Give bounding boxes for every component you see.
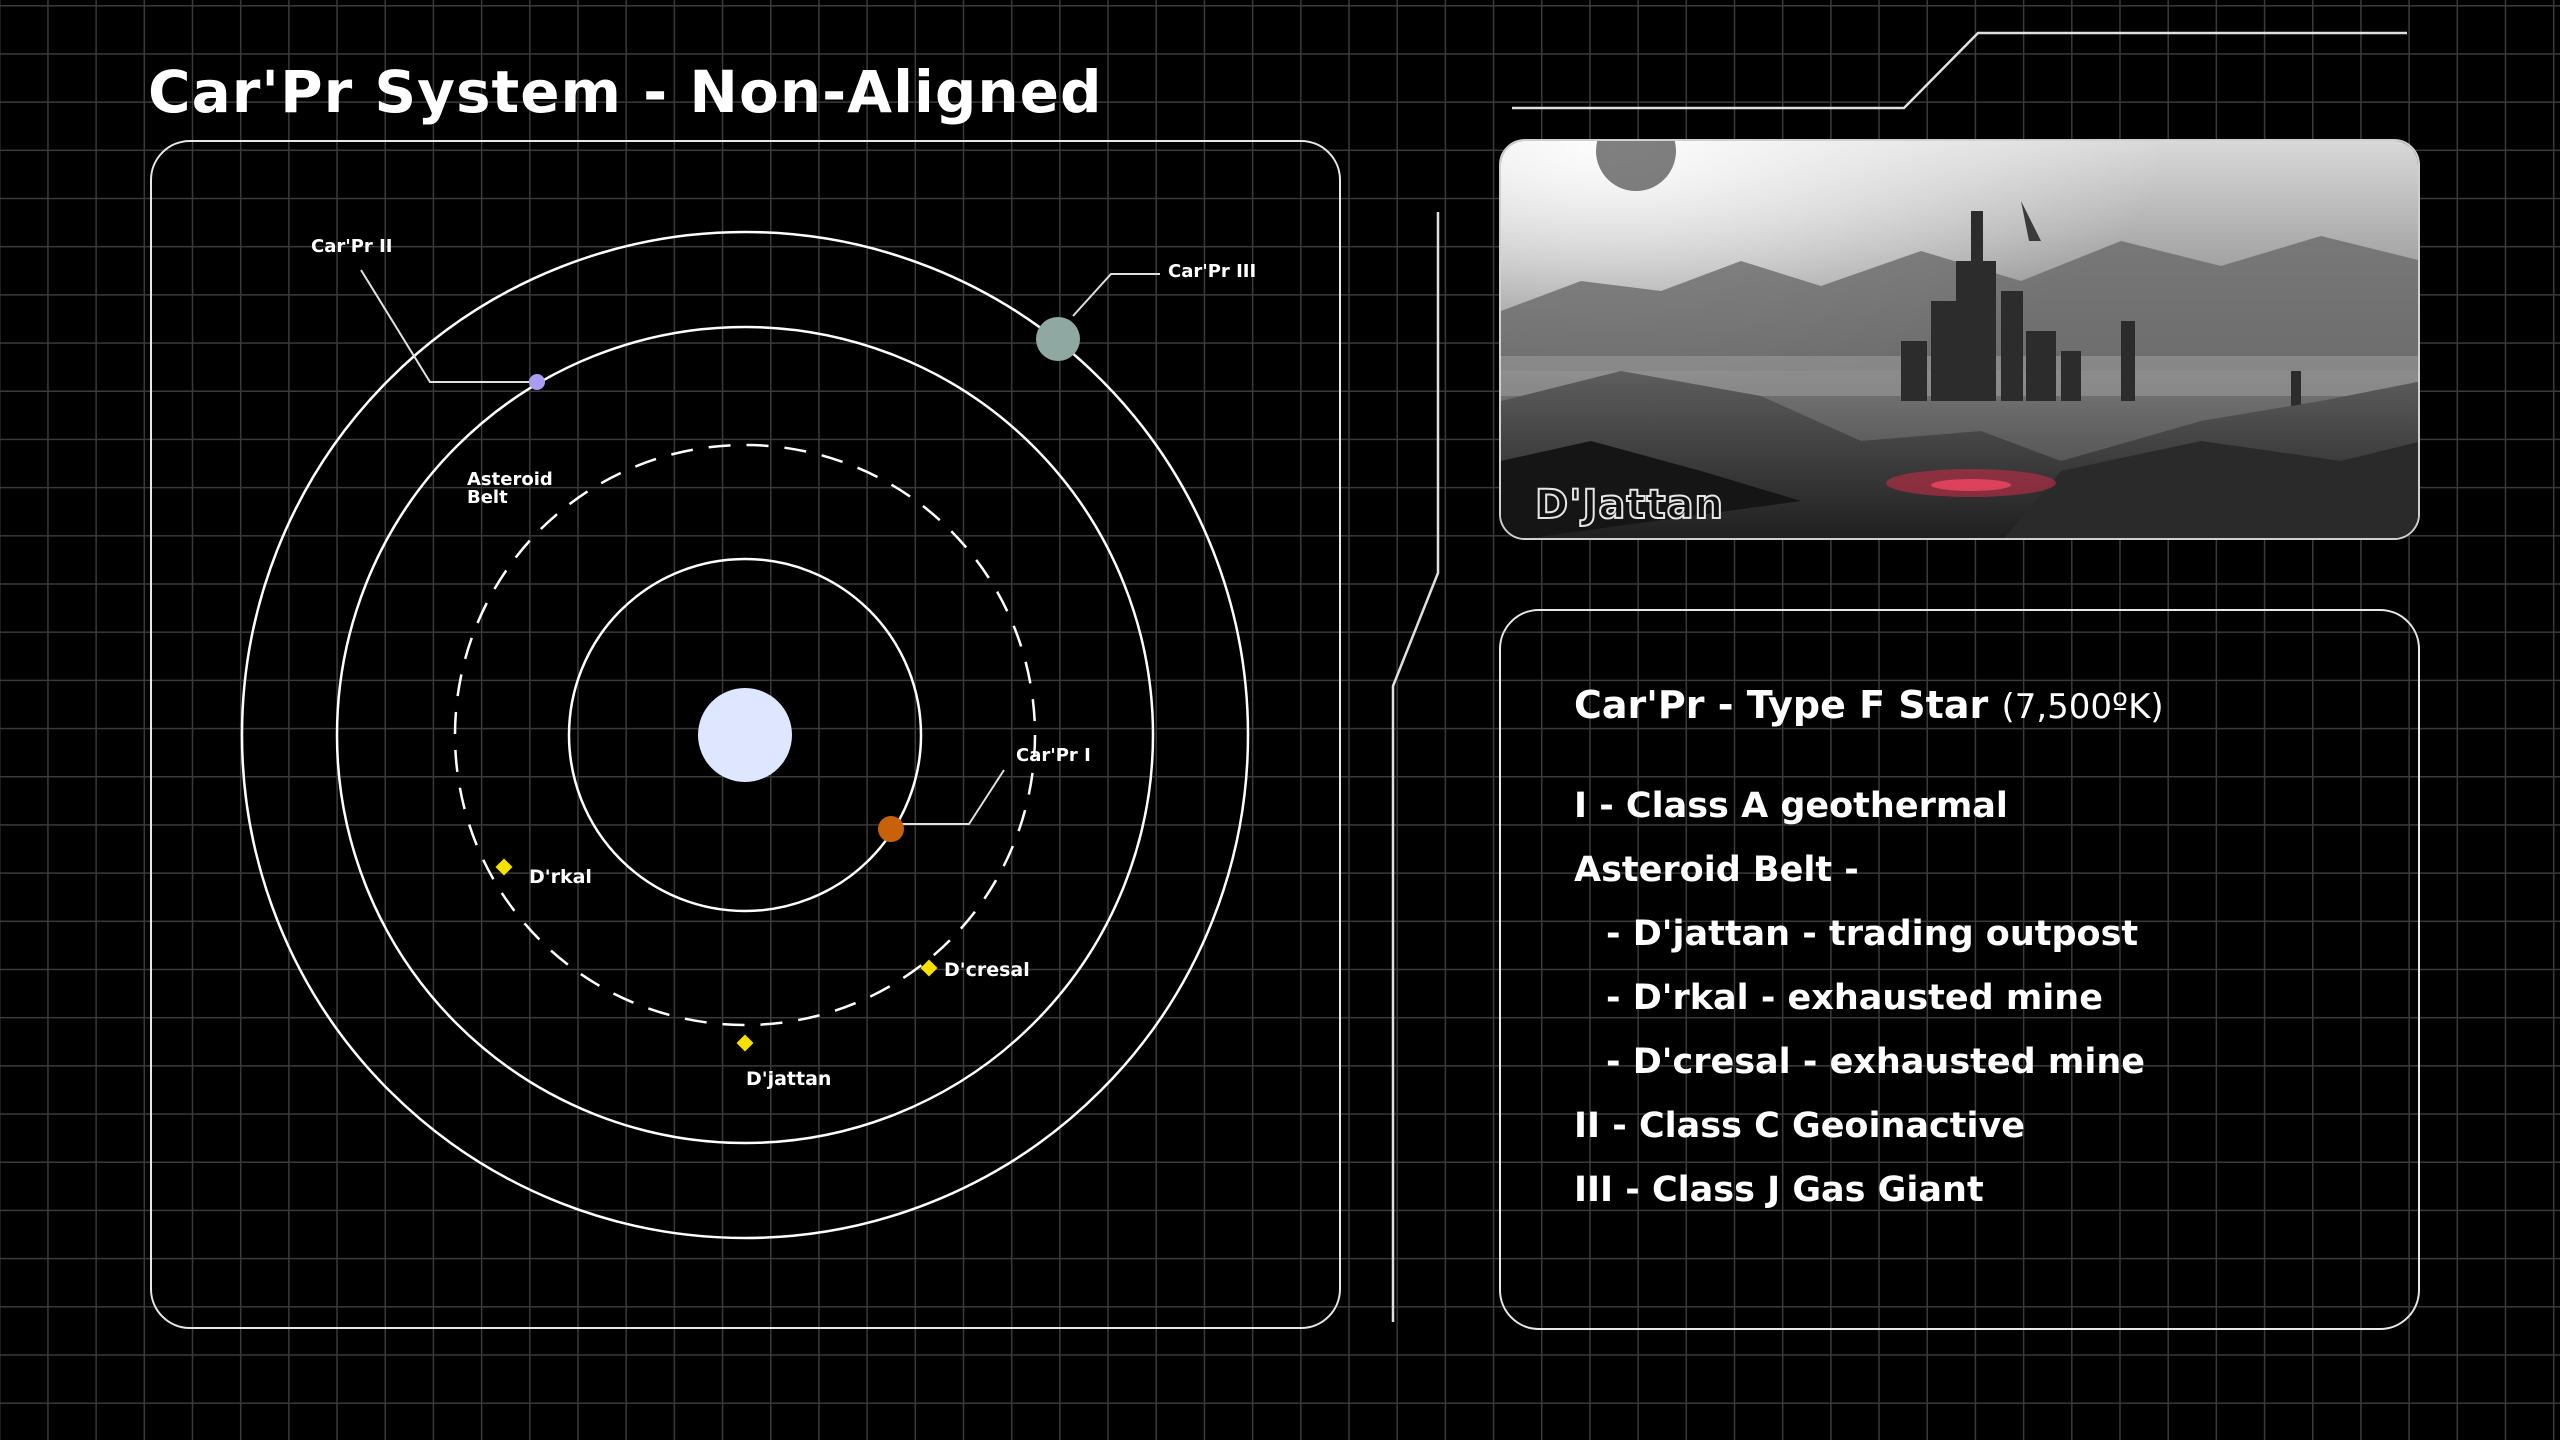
planet-3[interactable] [1036,317,1080,361]
image-caption: D'Jattan [1535,482,1724,528]
location-image [1501,141,2420,540]
planet-2[interactable] [529,374,545,390]
system-detail-item: I - Class A geothermal [1574,782,2145,846]
label-asteroid-belt-line2: Belt [467,487,508,508]
system-detail-item: - D'jattan - trading outpost [1574,910,2145,974]
label-outpost-djattan: D'jattan [746,1068,831,1090]
system-detail-item: Asteroid Belt - [1574,846,2145,910]
label-planet-1: Car'Pr I [1016,745,1091,766]
leader-line-planet-3 [1073,274,1160,316]
label-planet-3: Car'Pr III [1168,261,1256,282]
label-outpost-dcresal: D'cresal [944,959,1030,981]
leader-line-planet-2 [361,270,537,382]
star-heading: Car'Pr - Type F Star (7,500ºK) [1574,683,2164,727]
system-detail-item: III - Class J Gas Giant [1574,1166,2145,1230]
system-detail-item: - D'rkal - exhausted mine [1574,974,2145,1038]
star [698,688,792,782]
system-detail-item: II - Class C Geoinactive [1574,1102,2145,1166]
outpost-marker-dcresal[interactable] [921,960,938,977]
outpost-marker-drkal[interactable] [496,859,513,876]
planet-1[interactable] [878,816,904,842]
location-image-panel: D'Jattan [1499,139,2420,540]
outpost-marker-djattan[interactable] [737,1035,754,1052]
system-detail-item: - D'cresal - exhausted mine [1574,1038,2145,1102]
star-heading-name: Car'Pr - Type F Star [1574,683,1988,727]
label-outpost-drkal: D'rkal [529,866,592,888]
label-planet-2: Car'Pr II [311,236,392,257]
star-heading-temp: (7,500ºK) [2001,687,2163,727]
